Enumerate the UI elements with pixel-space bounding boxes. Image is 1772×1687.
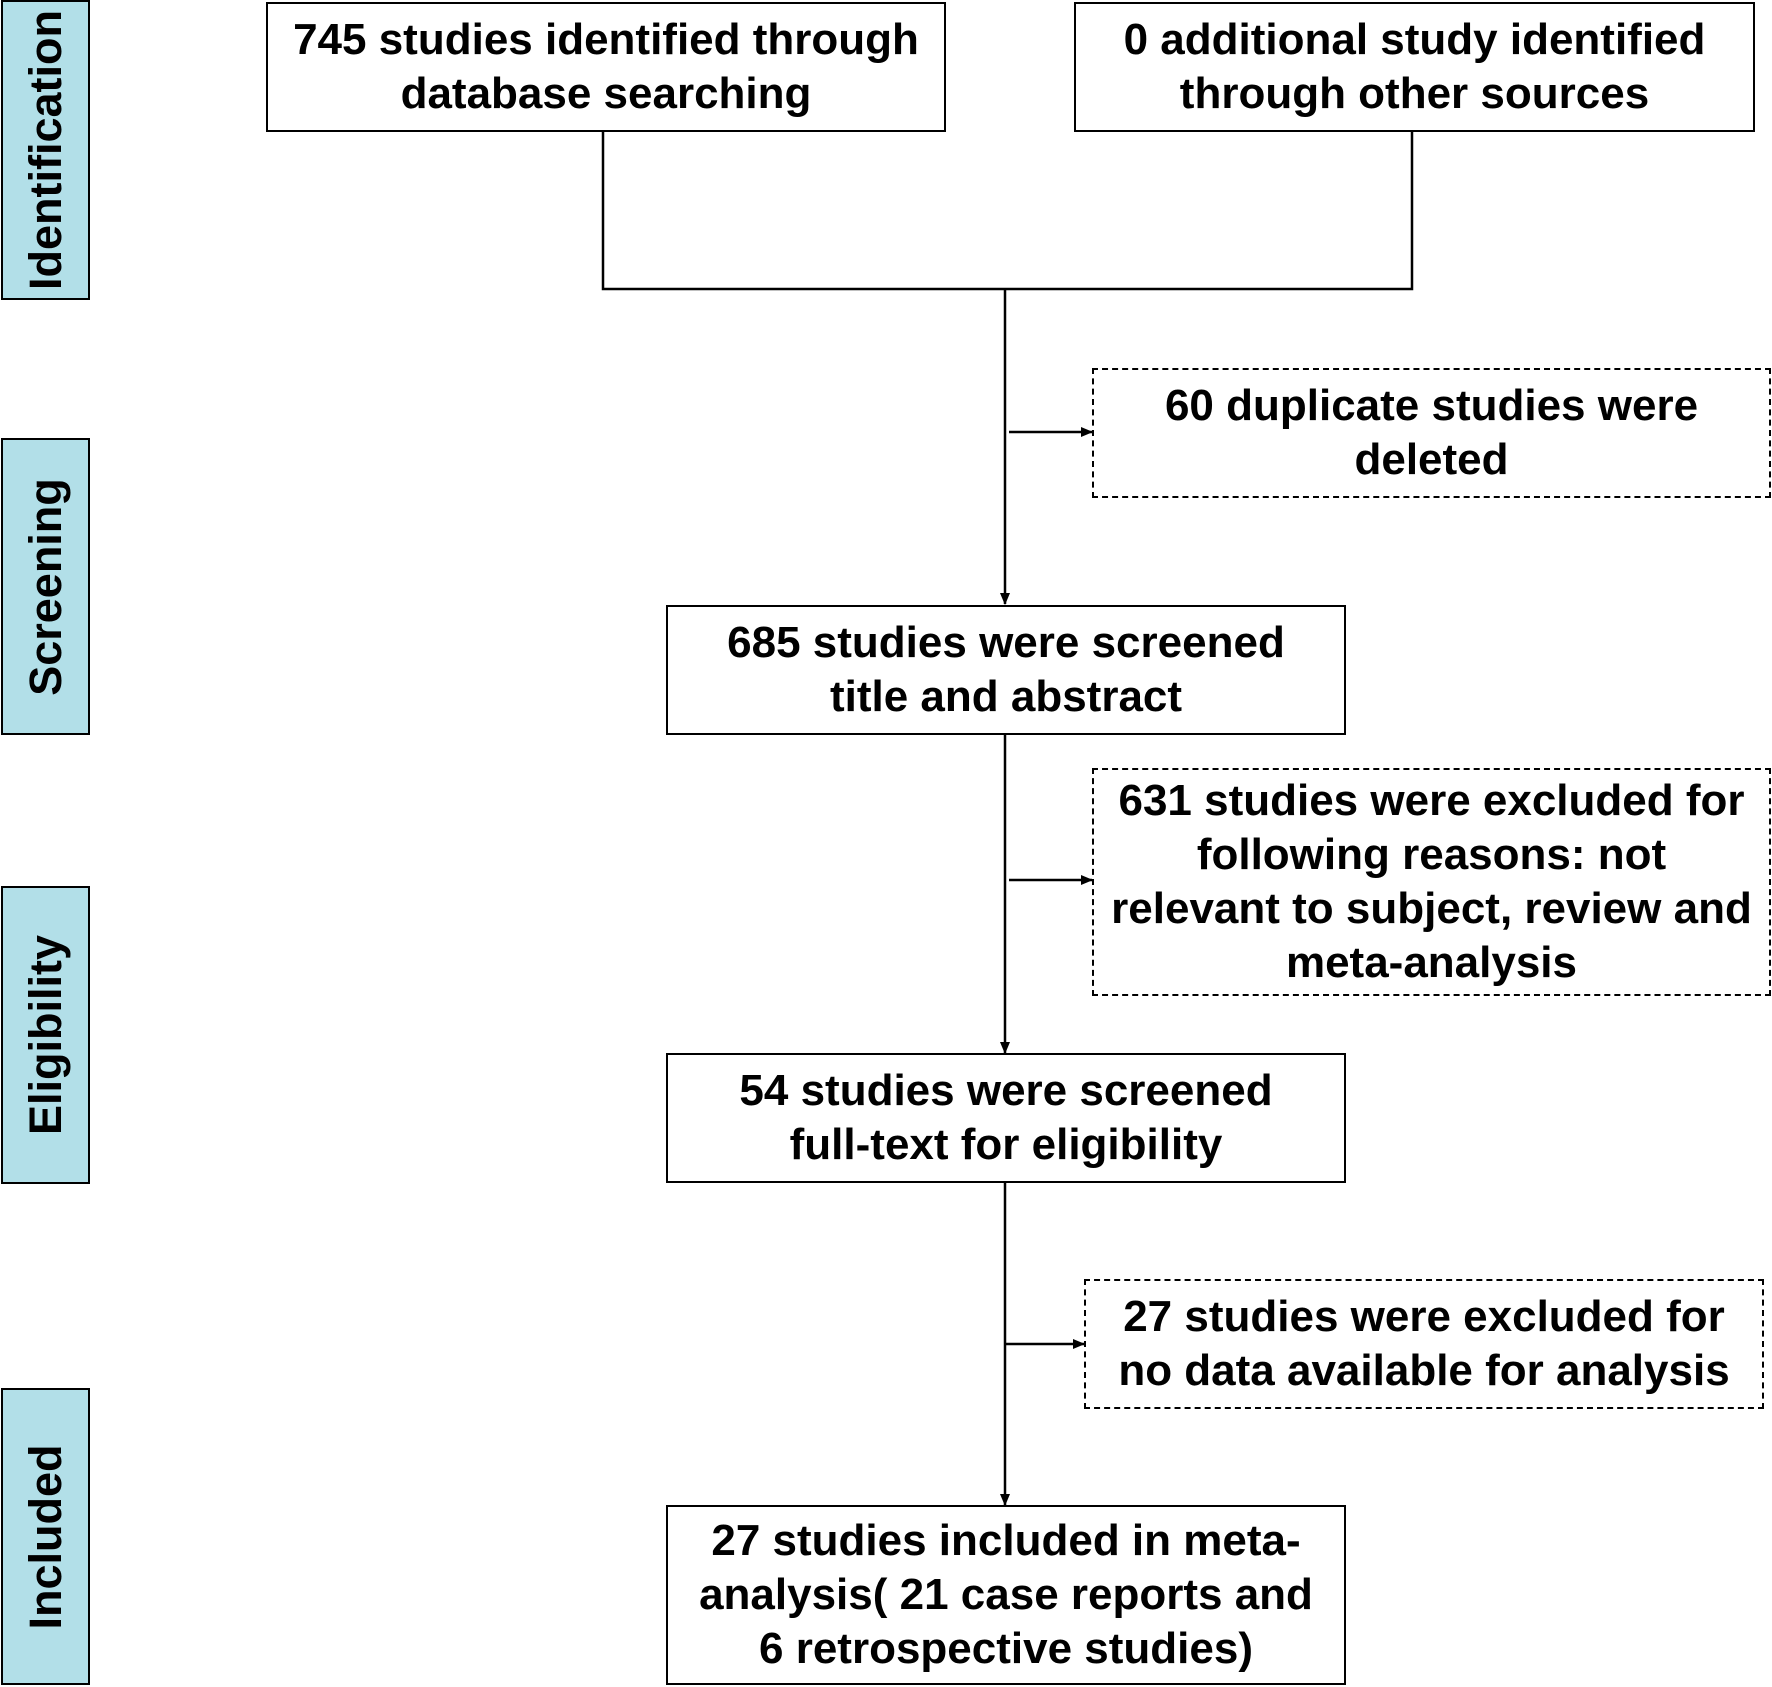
excluded-no-data-box: 27 studies were excluded for no data ava… bbox=[1084, 1279, 1764, 1409]
stage-identification: Identification bbox=[1, 0, 90, 300]
merge-connector bbox=[601, 132, 1414, 291]
other-sources-box: 0 additional study identified through ot… bbox=[1074, 2, 1755, 132]
database-search-box: 745 studies identified through database … bbox=[266, 2, 946, 132]
stage-screening: Screening bbox=[1, 438, 90, 735]
stage-eligibility: Eligibility bbox=[1, 886, 90, 1184]
duplicates-deleted-box: 60 duplicate studies were deleted bbox=[1092, 368, 1771, 498]
title-abstract-screened-box: 685 studies were screened title and abst… bbox=[666, 605, 1346, 735]
stage-label: Identification bbox=[19, 10, 71, 290]
stage-included: Included bbox=[1, 1388, 90, 1685]
stage-label: Screening bbox=[19, 477, 71, 696]
excluded-reasons-box: 631 studies were excluded for following … bbox=[1092, 768, 1771, 996]
included-studies-box: 27 studies included in meta- analysis( 2… bbox=[666, 1505, 1346, 1685]
stage-label: Eligibility bbox=[19, 934, 71, 1136]
full-text-screened-box: 54 studies were screened full-text for e… bbox=[666, 1053, 1346, 1183]
stage-label: Included bbox=[19, 1443, 71, 1630]
